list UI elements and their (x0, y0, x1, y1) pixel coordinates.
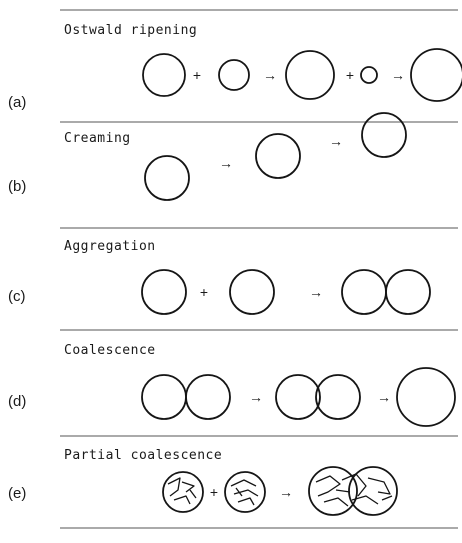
droplet-large-a1 (410, 48, 462, 102)
panel-label-c: (c) (8, 288, 26, 305)
panel-title-b: Creaming (64, 131, 131, 146)
arrow-d2: → (377, 389, 391, 405)
arrow-c1: → (309, 284, 323, 300)
droplet-medium-a1 (142, 53, 186, 97)
separator-lines (60, 9, 458, 529)
panel-label-a: (a) (8, 94, 26, 111)
panel-label-b: (b) (8, 178, 26, 195)
partially-coalesced-droplet-e (308, 466, 398, 516)
panel-title-d: Coalescence (64, 343, 156, 358)
panel-e: (e) Partial coalescence + → (8, 448, 398, 516)
arrow-a1: → (263, 67, 277, 83)
panel-b: (b) Creaming → → (8, 112, 407, 201)
panel-label-d: (d) (8, 393, 26, 410)
arrow-d1: → (249, 389, 263, 405)
plus-sign-a1: + (193, 67, 201, 83)
arrow-a2: → (391, 67, 405, 83)
crystalline-droplet-e1 (162, 471, 204, 513)
droplet-bottom-b (144, 155, 190, 201)
droplet-middle-b (255, 133, 301, 179)
droplet-top-b (361, 112, 407, 158)
droplet-c2 (229, 269, 275, 315)
panel-title-a: Ostwald ripening (64, 23, 197, 38)
arrow-e1: → (279, 484, 293, 500)
touching-droplet-d1 (141, 374, 187, 420)
droplet-small-a1 (218, 59, 250, 91)
panel-label-e: (e) (8, 485, 26, 502)
coalesced-droplet-d (396, 367, 456, 427)
droplet-c1 (141, 269, 187, 315)
arrow-b1: → (219, 155, 233, 171)
plus-sign-a2: + (346, 67, 354, 83)
droplet-shrunk-a1 (360, 66, 378, 84)
merging-droplet-d2 (315, 374, 361, 420)
panel-d: (d) Coalescence → → (8, 343, 456, 427)
touching-droplet-d2 (185, 374, 231, 420)
merging-droplet-d1 (275, 374, 321, 420)
plus-sign-c1: + (200, 284, 208, 300)
crystalline-droplet-e2 (224, 471, 266, 513)
droplet-grown-a1 (285, 50, 335, 100)
panel-a: (a) Ostwald ripening + → + → (8, 23, 462, 111)
arrow-b2: → (329, 133, 343, 149)
aggregate-droplet-c1 (341, 269, 387, 315)
panel-title-c: Aggregation (64, 239, 156, 254)
plus-sign-e1: + (210, 484, 218, 500)
panel-c: (c) Aggregation + → (8, 239, 431, 315)
panel-title-e: Partial coalescence (64, 448, 222, 463)
aggregate-droplet-c2 (385, 269, 431, 315)
